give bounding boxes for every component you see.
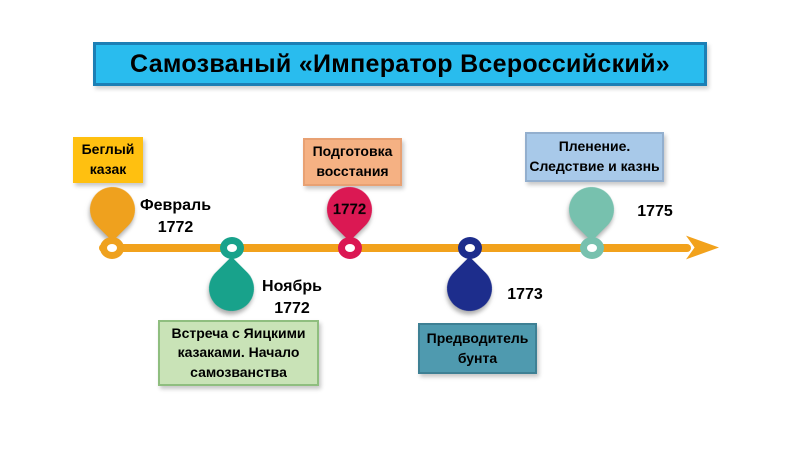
event-date: Ноябрь 1772 xyxy=(262,278,322,317)
event-pin-icon xyxy=(437,256,502,321)
event-pin-text xyxy=(447,266,492,311)
event-label-box: Пленение. Следствие и казнь xyxy=(525,132,664,182)
event-label-box: Встреча с Яицкими казаками. Начало самоз… xyxy=(158,320,319,386)
event-date: 1773 xyxy=(507,286,543,303)
event-date: 1775 xyxy=(637,203,673,220)
event-pin-text xyxy=(569,187,614,232)
event-pin-icon: 1772 xyxy=(317,177,382,242)
event-label-box: Беглый казак xyxy=(73,137,143,183)
timeline-node-icon xyxy=(220,237,244,259)
event-date: Февраль 1772 xyxy=(139,197,212,236)
event-label-box: Предводитель бунта xyxy=(418,323,537,374)
event-pin-text xyxy=(90,187,135,232)
event-pin-icon xyxy=(559,177,624,242)
event-pin-icon xyxy=(199,256,264,321)
event-pin-text xyxy=(209,266,254,311)
event-pin-text: 1772 xyxy=(332,201,367,218)
slide-title: Самозваный «Император Всероссийский» xyxy=(93,42,707,86)
timeline-node-icon xyxy=(458,237,482,259)
event-label-box: Подготовка восстания xyxy=(303,138,402,186)
timeline-node-icon xyxy=(580,237,604,259)
timeline-node-icon xyxy=(100,237,124,259)
timeline-axis xyxy=(99,244,691,252)
timeline-node-icon xyxy=(338,237,362,259)
